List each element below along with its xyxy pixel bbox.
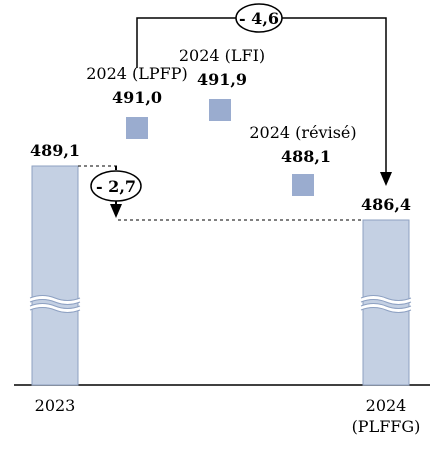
delta-2023-bubble [90,170,142,202]
axis-break-mark-2024 [360,295,412,313]
bar-value-label-2024: 486,4 [361,195,411,214]
marker-label-lpfp: 2024 (LPFP) [86,64,188,83]
marker-value-revise: 488,1 [281,147,331,166]
delta-total-bubble [235,3,283,33]
delta-2023-arrowhead [110,204,122,218]
delta-total-arrowhead [380,172,392,186]
marker-label-lfi: 2024 (LFI) [179,46,265,65]
category-label-plffg: (PLFFG) [352,417,421,436]
marker-2024-revise [292,174,314,196]
axis-break-mark-2023 [29,295,81,313]
delta-total-bracket [136,17,387,174]
delta-total-label: - 4,6 [239,9,279,28]
delta-2023-label: - 2,7 [96,177,136,196]
bar-2023 [31,165,79,386]
marker-2024-lfi [209,99,231,121]
marker-value-lfi: 491,9 [197,70,247,89]
category-label-2024: 2024 [366,396,407,415]
category-label-2023: 2023 [35,396,76,415]
marker-2024-lpfp [126,117,148,139]
marker-value-lpfp: 491,0 [112,88,162,107]
marker-label-revise: 2024 (révisé) [249,123,356,142]
bar-value-label-2023: 489,1 [30,141,80,160]
